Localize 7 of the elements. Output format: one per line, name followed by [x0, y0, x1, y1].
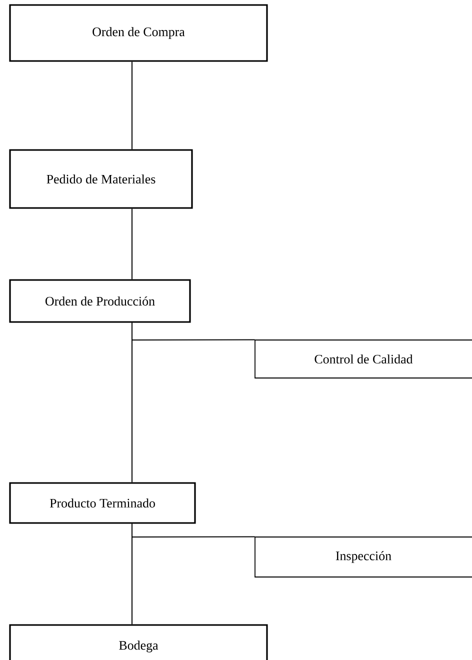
process-box: Bodega	[9, 624, 268, 660]
process-box: Orden de Producción	[9, 279, 191, 323]
process-box: Pedido de Materiales	[9, 149, 193, 209]
branch-box: Inspección	[254, 536, 472, 578]
process-box: Producto Terminado	[9, 482, 196, 524]
branch-box: Control de Calidad	[254, 340, 472, 378]
process-box: Orden de Compra	[9, 4, 268, 62]
